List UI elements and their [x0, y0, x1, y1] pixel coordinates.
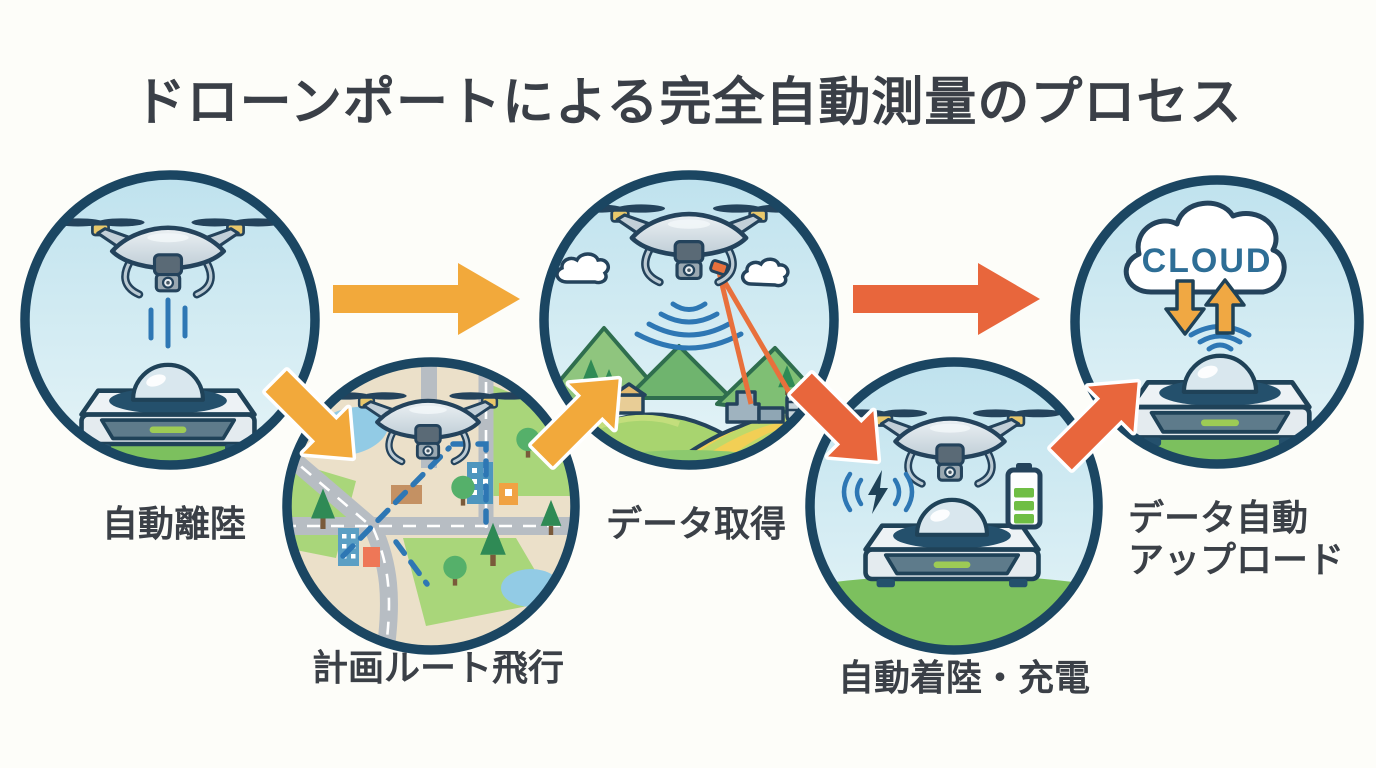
step-circle [805, 357, 1103, 655]
flow-arrow-right-1-3 [333, 263, 520, 335]
scan-waves-icon [634, 301, 744, 351]
cloud-icon: CLOUD [1123, 200, 1287, 295]
step-circle [539, 170, 839, 470]
wireless-charging-icon [841, 470, 915, 514]
upload-illustration: CLOUD [1075, 180, 1359, 464]
takeoff-motion-lines [148, 297, 188, 349]
step-label-line1: データ自動 [1128, 497, 1308, 538]
cloud-label: CLOUD [1142, 242, 1273, 280]
flow-arrow-right-3-5 [853, 263, 1040, 335]
step-label: データ取得 [606, 503, 786, 544]
battery-icon [1005, 463, 1043, 530]
laser-beams [709, 259, 792, 405]
page-title: ドローンポートによる完全自動測量のプロセス [134, 73, 1243, 132]
step-label: 計画ルート飛行 [312, 647, 564, 688]
upload-arrow-icon [1204, 278, 1246, 335]
download-arrow-icon [1164, 279, 1206, 336]
step-circle [20, 170, 320, 470]
step-circle [282, 357, 580, 655]
step-label-line2: アップロード [1128, 539, 1344, 580]
grass [810, 575, 1098, 650]
step-3-data-acquisition: データ取得 [539, 170, 839, 544]
step-circle [1070, 175, 1364, 469]
landing-illustration [810, 362, 1098, 650]
step-label: 自動離陸 [102, 503, 246, 544]
step-5-data-upload: CLOUD データ自動 アップロード [1070, 175, 1364, 580]
step-label: 自動着陸・充電 [838, 657, 1090, 698]
sky-clouds [555, 252, 790, 288]
lightning-bolt-icon [868, 470, 888, 514]
step-2-planned-route-flight: 計画ルート飛行 [282, 357, 580, 688]
step-4-auto-landing-charging: 自動着陸・充電 [805, 357, 1103, 698]
map-illustration [287, 362, 575, 650]
step-1-auto-takeoff: 自動離陸 [20, 170, 320, 544]
